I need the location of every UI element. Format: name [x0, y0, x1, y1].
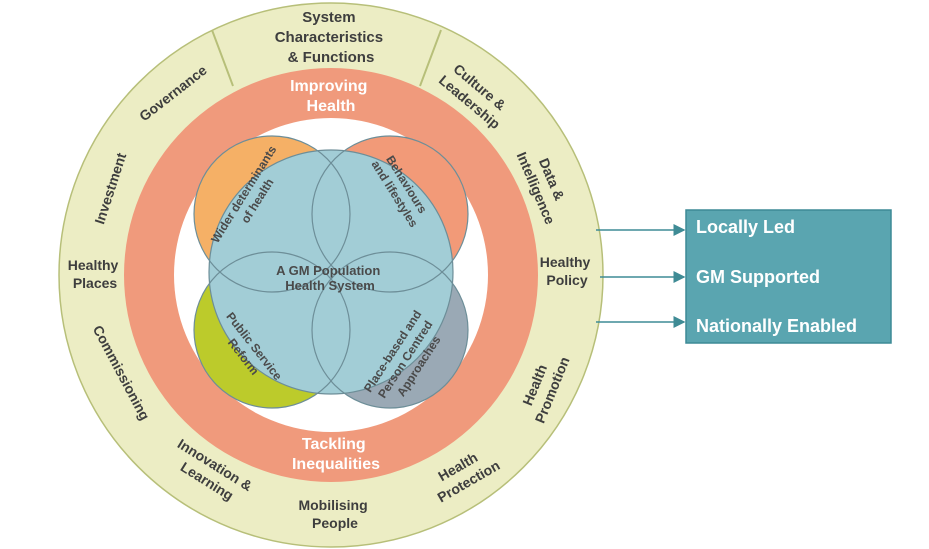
petal-outline-4 — [311, 251, 469, 409]
petal-outline-1 — [193, 135, 351, 293]
center-label: A GM Population Health System — [276, 263, 384, 293]
locally-led-label: Locally Led — [696, 217, 795, 237]
nationally-enabled-label: Nationally Enabled — [696, 316, 857, 336]
mobilising-people-label: Mobilising People — [298, 497, 371, 531]
tackling-inequalities-label: Tackling Inequalities — [292, 436, 380, 473]
center-outline — [208, 149, 454, 395]
outer-ring-divider-right — [419, 29, 442, 87]
center-circle — [209, 150, 453, 394]
gm-supported-label: GM Supported — [696, 267, 820, 287]
improving-health-label: Improving Health — [290, 78, 372, 115]
outer-ring-divider-left — [211, 29, 234, 87]
side-box — [685, 209, 892, 344]
healthy-policy-label: Healthy Policy — [540, 254, 594, 288]
petal-outline-3 — [193, 251, 351, 409]
top-segment-label: System Characteristics & Functions — [275, 9, 388, 66]
petal-outline-2 — [311, 135, 469, 293]
healthy-places-label: Healthy Places — [68, 257, 122, 291]
